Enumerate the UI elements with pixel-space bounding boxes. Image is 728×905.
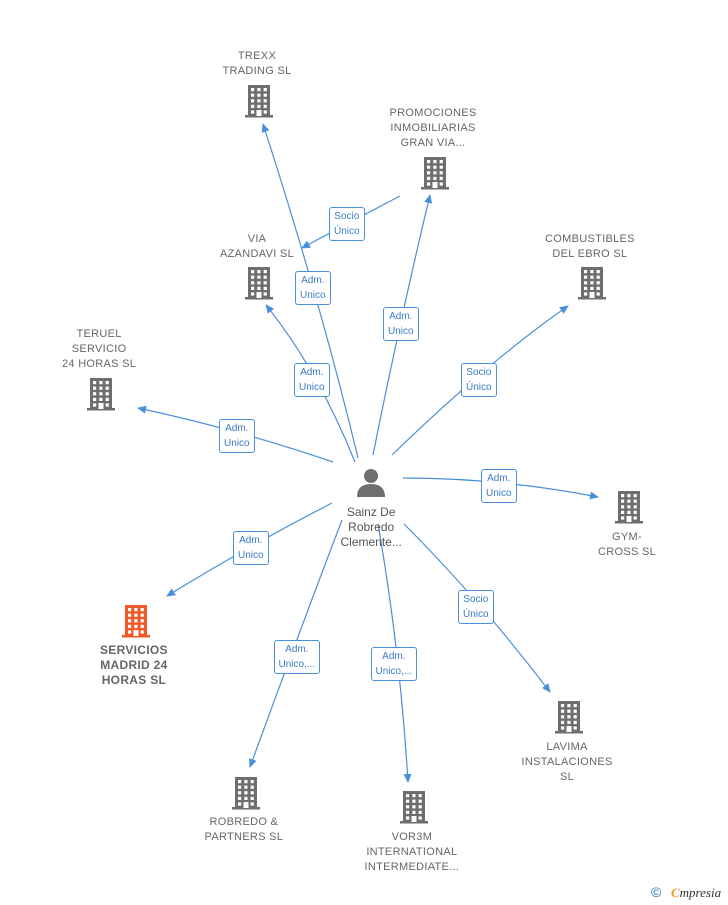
company-label-teruel-line: SERVICIO bbox=[71, 343, 127, 355]
company-label-servicios-madrid-line: SERVICIOS bbox=[100, 643, 168, 657]
building-icon-trexx bbox=[245, 85, 273, 118]
company-label-combustibles-line: COMBUSTIBLES bbox=[545, 233, 635, 245]
edge-label-e-vor3m-line: Adm. bbox=[382, 651, 406, 662]
company-label-teruel-line: TERUEL bbox=[76, 328, 122, 340]
company-label-lavima-line: INSTALACIONES bbox=[521, 756, 613, 768]
company-label-lavima[interactable]: LAVIMA INSTALACIONES SL bbox=[522, 740, 613, 785]
edge-label-e-robredo[interactable]: Adm. Unico,... bbox=[273, 640, 321, 674]
person-label-line: Clemente... bbox=[340, 535, 402, 549]
building-icon-vor3m bbox=[400, 791, 428, 824]
company-label-trexx[interactable]: TREXX TRADING SL bbox=[223, 49, 292, 79]
edge-label-e-promo-line: Adm. bbox=[389, 311, 413, 322]
edge-label-e-serv-line: Unico bbox=[238, 550, 264, 561]
building-icon-promociones bbox=[421, 157, 449, 190]
company-label-robredo-line: PARTNERS SL bbox=[204, 831, 284, 843]
company-label-lavima-line: SL bbox=[560, 771, 575, 783]
company-label-teruel-line: 24 HORAS SL bbox=[62, 358, 137, 370]
empresia-logo[interactable]: Cmpresia bbox=[671, 885, 722, 900]
edge-label-e-via-line: Adm. bbox=[300, 367, 324, 378]
building-icon-lavima bbox=[555, 701, 583, 734]
company-label-robredo-line: ROBREDO & bbox=[209, 816, 279, 828]
edge-label-e-promo[interactable]: Adm. Unico bbox=[383, 307, 419, 341]
company-label-promociones-line: GRAN VIA... bbox=[400, 137, 466, 149]
edge-e-robredo bbox=[248, 519, 343, 768]
edge-label-e-gym-line: Unico bbox=[486, 488, 512, 499]
edge-label-e-teruel[interactable]: Adm. Unico bbox=[219, 419, 255, 453]
company-label-vor3m-line: VOR3M bbox=[391, 831, 433, 843]
company-label-trexx-line: TREXX bbox=[237, 50, 277, 62]
company-label-gym-cross-line: CROSS SL bbox=[598, 546, 657, 558]
edge-label-e-gym-line: Adm. bbox=[487, 473, 511, 484]
company-label-gym-cross-line: GYM- bbox=[612, 531, 642, 543]
edge-label-e-vor3m[interactable]: Adm. Unico,... bbox=[370, 647, 418, 681]
edge-label-e-serv-line: Adm. bbox=[239, 535, 263, 546]
company-label-combustibles-line: DEL EBRO SL bbox=[552, 248, 628, 260]
person-icon bbox=[357, 469, 385, 497]
company-label-vor3m-line: INTERNATIONAL bbox=[366, 846, 458, 858]
building-icon-combustibles bbox=[578, 267, 606, 300]
edge-label-e-robredo-line: Adm. bbox=[285, 644, 309, 655]
building-icon-robredo bbox=[232, 777, 260, 810]
company-label-robredo[interactable]: ROBREDO & PARTNERS SL bbox=[205, 815, 284, 845]
company-label-trexx-line: TRADING SL bbox=[222, 65, 292, 77]
edge-label-e-trexx[interactable]: Adm. Unico bbox=[295, 271, 331, 305]
icons-layer bbox=[87, 85, 643, 824]
company-label-promociones-line: PROMOCIONES bbox=[389, 107, 477, 119]
edge-label-e-serv[interactable]: Adm. Unico bbox=[233, 531, 269, 565]
edge-label-e-via-line: Unico bbox=[299, 382, 325, 393]
building-icon-servicios-madrid bbox=[122, 605, 150, 638]
company-label-vor3m[interactable]: VOR3M INTERNATIONAL INTERMEDIATE... bbox=[365, 830, 460, 875]
edge-label-e-vor3m-line: Unico,... bbox=[375, 666, 413, 677]
edge-label-e-promo-via-line: Único bbox=[334, 226, 360, 237]
company-label-via-azandavi-line: VIA bbox=[247, 233, 267, 245]
copyright-icon: © bbox=[651, 884, 662, 900]
company-label-promociones-line: INMOBILIARIAS bbox=[390, 122, 476, 134]
edge-label-e-teruel-line: Adm. bbox=[225, 423, 249, 434]
building-icon-teruel bbox=[87, 378, 115, 411]
edge-label-e-teruel-line: Unico bbox=[224, 438, 250, 449]
person-label-line: Robredo bbox=[348, 520, 395, 534]
company-label-servicios-madrid-line: MADRID 24 bbox=[100, 658, 168, 672]
edge-label-e-lavima-line: Único bbox=[463, 609, 489, 620]
edge-label-e-robredo-line: Unico,... bbox=[278, 659, 316, 670]
building-icon-via-azandavi bbox=[245, 267, 273, 300]
edge-label-e-promo-via-line: Socio bbox=[334, 211, 360, 222]
edge-label-e-trexx-line: Adm. bbox=[301, 275, 325, 286]
company-label-vor3m-line: INTERMEDIATE... bbox=[364, 861, 460, 873]
edge-label-e-comb-line: Único bbox=[466, 382, 492, 393]
company-label-via-azandavi-line: AZANDAVI SL bbox=[220, 248, 295, 260]
company-label-combustibles[interactable]: COMBUSTIBLES DEL EBRO SL bbox=[545, 232, 635, 262]
edge-label-e-via[interactable]: Adm. Unico bbox=[294, 363, 330, 397]
edge-label-e-gym[interactable]: Adm. Unico bbox=[481, 469, 517, 503]
edge-label-e-trexx-line: Unico bbox=[300, 290, 326, 301]
company-label-promociones[interactable]: PROMOCIONES INMOBILIARIAS GRAN VIA... bbox=[390, 106, 477, 151]
company-label-via-azandavi[interactable]: VIA AZANDAVI SL bbox=[220, 232, 294, 262]
edge-label-e-comb-line: Socio bbox=[466, 367, 492, 378]
edge-label-e-lavima-line: Socio bbox=[463, 594, 489, 605]
company-label-teruel[interactable]: TERUEL SERVICIO 24 HORAS SL bbox=[62, 327, 136, 372]
company-label-lavima-line: LAVIMA bbox=[546, 741, 588, 753]
company-label-gym-cross[interactable]: GYM- CROSS SL bbox=[598, 530, 656, 560]
building-icon-gym-cross bbox=[615, 491, 643, 524]
edges-layer bbox=[137, 123, 599, 783]
edge-label-e-promo-line: Unico bbox=[388, 326, 414, 337]
company-label-servicios-madrid-line: HORAS SL bbox=[101, 673, 167, 687]
person-label-line: Sainz De bbox=[346, 505, 396, 519]
